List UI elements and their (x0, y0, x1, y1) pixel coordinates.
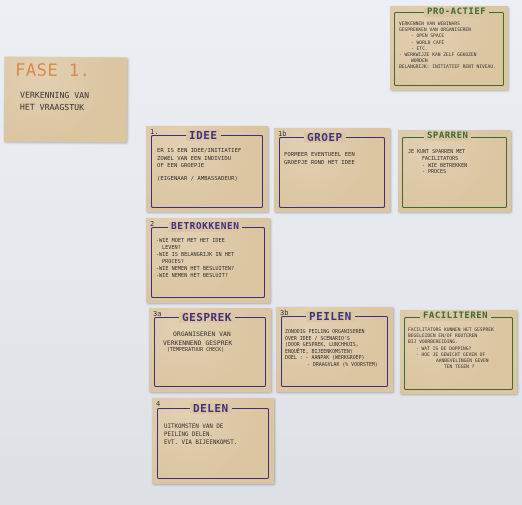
fase-subtitle: VERKENNING VAN HET VRAAGSTUK (20, 90, 89, 114)
card-number: 2 (150, 220, 155, 228)
sparren-body: JE KUNT SPARREN MET FACILITATORS - WIE B… (408, 149, 467, 176)
text-line: TEN TEGEN ? (444, 365, 475, 371)
text-line: LEVEN? (162, 245, 181, 252)
text-line: FACILITATORS (422, 155, 459, 162)
card-number: 1b (278, 130, 287, 138)
card-number: 3a (153, 310, 162, 318)
gesprek-body: ORGANISEREN VAN VERKENNEND GESPREK (TEMP… (163, 330, 232, 354)
text-line: (EIGENAAR / AMBASSADEUR) (157, 175, 238, 182)
card-delen: 4 DELEN UITKOMSTEN VAN DE PEILING DELEN.… (152, 398, 274, 484)
text-line: PROCES? (162, 259, 184, 266)
sparren-title: SPARREN (424, 132, 472, 141)
fase-subtitle-line: HET VRAAGSTUK (19, 101, 85, 113)
card-fase: FASE 1. VERKENNING VAN HET VRAAGSTUK (3, 56, 128, 143)
proactief-title: PRO-ACTIEF (424, 8, 490, 17)
delen-body: UITKOMSTEN VAN DE PEILING DELEN. EVT. VI… (164, 424, 237, 447)
card-number: 1. (150, 128, 159, 136)
idee-body: ER IS EEN IDEE/INITIATIEF ZOWEL VAN EEN … (157, 148, 241, 183)
text-line: - WAT IS DE DOPPING? (416, 346, 472, 352)
text-line: - DRAAGVLAK (% VOORSTEM) (307, 362, 378, 369)
text-line: ER IS EEN IDEE/INITIATIEF (157, 148, 242, 154)
card-frame (279, 137, 385, 208)
text-line: ORGANISEREN VAN (173, 330, 231, 338)
text-line: OVER IDEE / SCENARIO'S (285, 335, 350, 342)
text-line: ZONODIG PEILING ORGANISEREN (285, 329, 365, 335)
text-line: JE KUNT SPARREN MET (408, 149, 466, 155)
faciliteren-body: FACILITATORS KUNNEN HET GESPREK BEGELEID… (408, 328, 494, 371)
card-betrokkenen: 2 BETROKKENEN -WIE MOET MET HET IDEE LEV… (146, 218, 270, 303)
gesprek-title: GESPREK (179, 312, 235, 323)
faciliteren-title: FACILITEREN (420, 312, 492, 321)
fase-subtitle-line: VERKENNING VAN (19, 89, 90, 101)
text-line: OF EEN GROEPJE (157, 163, 205, 170)
text-line: BIJ VOORBEREIDING. (408, 340, 458, 346)
text-line: (DOOR GESPREK, LUNCHHUIS, (285, 342, 359, 349)
card-groep: 1b GROEP FORMEER EVENTUEEL EEN GROEPJE R… (274, 128, 390, 212)
text-line: ENQUÊTE, BIJEENKOMSTEN) (285, 348, 353, 355)
proactief-body: VERKENNEN VAN WEBINARS GESPREKKEN VAN OR… (399, 22, 496, 72)
text-line: BEGELEIDEN EN/OF ROUTEREN (408, 334, 478, 340)
text-line: FACILITATORS KUNNEN HET GESPREK (408, 328, 494, 333)
idee-title: IDEE (186, 130, 221, 141)
text-line: - WERKWIJZE KAN ZELF GEKOZEN (399, 52, 477, 58)
text-line: FORMEER EVENTUEEL EEN (284, 152, 355, 158)
betrokkenen-body: -WIE MOET MET HET IDEE LEVEN? -WIE IS BE… (156, 238, 234, 280)
text-line: (TEMPERATUUR CHECK) (167, 347, 225, 354)
text-line: GESPREKKEN VAN ORGANISEREN (399, 28, 471, 34)
peilen-body: ZONODIG PEILING ORGANISEREN OVER IDEE / … (285, 329, 378, 369)
text-line: WORDEN (411, 59, 428, 65)
text-line: VERKENNEND GESPREK (163, 338, 233, 347)
groep-title: GROEP (304, 132, 346, 143)
text-line: -WIE NEMEN HET BESLUITEN? (156, 266, 235, 273)
card-gesprek: 3a GESPREK ORGANISEREN VAN VERKENNEND GE… (149, 308, 271, 392)
text-line: BELANGRIJK: INITIATIEF RENT NIVEAU. (399, 65, 496, 71)
text-line: - ETC. (411, 46, 428, 52)
groep-body: FORMEER EVENTUEEL EEN GROEPJE ROND HET I… (284, 152, 355, 167)
peilen-title: PEILEN (306, 311, 355, 322)
card-proactief: PRO-ACTIEF VERKENNEN VAN WEBINARS GESPRE… (390, 6, 508, 90)
text-line: EVT. VIA BIJEENKOMST. (164, 439, 238, 446)
card-number: 3b (280, 309, 289, 317)
text-line: -WIE NEMEN HET BESLUIT? (156, 273, 228, 280)
text-line: VERKENNEN VAN WEBINARS (399, 22, 460, 27)
delen-title: DELEN (190, 403, 232, 414)
card-idee: 1. IDEE ER IS EEN IDEE/INITIATIEF ZOWEL … (146, 126, 268, 212)
text-line: GROEPJE ROND HET IDEE (284, 159, 355, 166)
card-sparren: SPARREN JE KUNT SPARREN MET FACILITATORS… (398, 130, 511, 212)
card-faciliteren: FACILITEREN FACILITATORS KUNNEN HET GESP… (400, 310, 517, 394)
text-line: DOEL : - AANPAK (WERKGROEP) (285, 355, 365, 362)
text-line: - HOE JE GEWICHT GEVEN OF (416, 352, 486, 358)
card-peilen: 3b PEILEN ZONODIG PEILING ORGANISEREN OV… (276, 307, 393, 392)
text-line: -WIE MOET MET HET IDEE (156, 238, 225, 244)
text-line: PEILING DELEN. (164, 431, 213, 438)
text-line: ZOWEL VAN EEN INDIVIDU (157, 155, 232, 162)
text-line: - OPEN SPACE (411, 34, 445, 40)
text-line: AANBEVELINGEN GEVEN (436, 358, 489, 364)
text-line: - WORLD CAFÉ (411, 40, 445, 46)
betrokkenen-title: BETROKKENEN (168, 222, 243, 232)
text-line: UITKOMSTEN VAN DE (164, 424, 224, 430)
text-line: - PROCES (422, 169, 447, 176)
card-number: 4 (156, 400, 161, 408)
text-line: -WIE IS BELANGRIJK IN HET (156, 252, 235, 259)
fase-title: FASE 1. (15, 60, 91, 82)
text-line: - WIE BETREKKEN (422, 162, 468, 169)
